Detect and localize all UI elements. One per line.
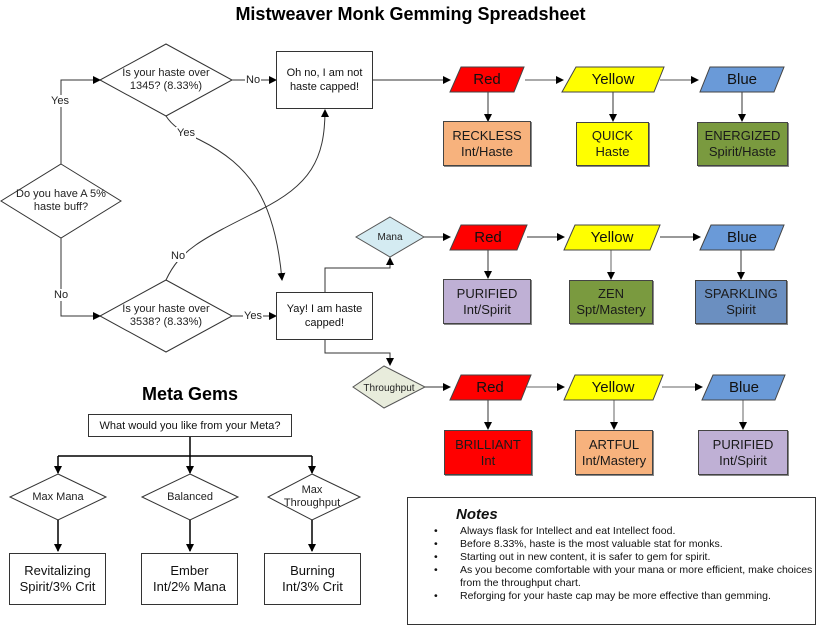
meta-gem-stats: Spirit/3% Crit	[19, 579, 96, 594]
gem-name: RECKLESS	[452, 127, 522, 143]
edge-label-no-3538: No	[170, 250, 187, 262]
socket-yellow-2	[563, 224, 661, 251]
meta-gem-burning: Burning Int/3% Crit	[264, 553, 361, 605]
bullet-icon: •	[434, 525, 438, 537]
note-item: •Starting out in new content, it is safe…	[434, 551, 711, 563]
capped-text: Yay! I am haste capped!	[286, 303, 363, 329]
gem-reckless: RECKLESS Int/Haste	[443, 121, 531, 166]
gem-name: ENERGIZED	[704, 128, 781, 143]
gem-stats: Int/Haste	[460, 143, 514, 159]
socket-yellow-3	[563, 374, 664, 401]
meta-choice-max-mana: Max Mana	[32, 490, 84, 503]
gem-stats: Spt/Mastery	[576, 302, 646, 317]
gem-name: BRILLIANT	[455, 436, 521, 452]
gem-energized: ENERGIZED Spirit/Haste	[697, 122, 788, 166]
gem-stats: Int/Spirit	[719, 452, 767, 468]
edge-label-yes-buff: Yes	[50, 95, 70, 107]
socket-blue-2	[699, 224, 785, 251]
question-haste-buff: Do you have A 5% haste buff?	[16, 188, 106, 213]
edge-buff-no	[60, 238, 101, 320]
gem-name: QUICK	[591, 128, 634, 143]
edge-label-no-buff: No	[53, 289, 70, 301]
meta-gem-stats: Int/2% Mana	[153, 579, 226, 594]
meta-gem-name: Ember	[170, 563, 209, 578]
gem-stats: Spirit/Haste	[708, 144, 777, 159]
gem-stats: Haste	[595, 144, 630, 159]
gem-purified-throughput: PURIFIED Int/Spirit	[698, 430, 788, 475]
gem-name: PURIFIED	[712, 436, 774, 452]
note-item: •As you become comfortable with your man…	[434, 564, 813, 589]
edge-capped-mana	[324, 257, 394, 292]
gem-name: SPARKLING	[704, 286, 778, 301]
socket-label-yellow-3: Yellow	[591, 379, 635, 396]
socket-label-red-1: Red	[473, 71, 501, 88]
question-haste-1345: Is your haste over 1345? (8.33%)	[122, 67, 210, 92]
note-item: •Always flask for Intellect and eat Inte…	[434, 525, 676, 537]
meta-gem-ember: Ember Int/2% Mana	[141, 553, 238, 605]
gem-name: ARTFUL	[588, 436, 640, 452]
gem-stats: Int/Mastery	[581, 452, 647, 468]
diamond-haste-3538	[98, 279, 234, 353]
bullet-icon: •	[434, 551, 438, 563]
socket-label-red-3: Red	[476, 379, 504, 396]
socket-label-blue-1: Blue	[726, 71, 758, 88]
socket-label-blue-2: Blue	[726, 229, 758, 246]
gem-artful: ARTFUL Int/Mastery	[575, 430, 653, 475]
meta-question-box: What would you like from your Meta?	[88, 414, 292, 437]
gem-stats: Int/Spirit	[463, 301, 511, 317]
not-capped-text: Oh no, I am not haste capped!	[286, 67, 363, 93]
meta-choice-balanced: Balanced	[167, 490, 213, 503]
gem-name: ZEN	[598, 286, 624, 301]
gem-zen: ZEN Spt/Mastery	[569, 280, 653, 324]
edge-label-yes-1345: Yes	[176, 127, 196, 139]
gem-sparkling: SPARKLING Spirit	[695, 280, 787, 324]
socket-label-yellow-2: Yellow	[590, 229, 634, 246]
gem-brilliant: BRILLIANT Int	[444, 430, 532, 475]
branch-mana-label: Mana	[377, 231, 403, 243]
socket-yellow-1	[561, 66, 665, 93]
box-not-capped: Oh no, I am not haste capped!	[276, 51, 373, 109]
socket-blue-1	[699, 66, 785, 93]
notes-list: •Always flask for Intellect and eat Inte…	[434, 525, 814, 603]
socket-blue-3	[701, 374, 786, 401]
edge-buff-yes	[60, 76, 101, 164]
bullet-icon: •	[434, 538, 438, 550]
meta-choice-max-throughput: Max Throughput	[283, 484, 341, 509]
edge-label-yes-3538: Yes	[243, 310, 263, 322]
question-haste-3538: Is your haste over 3538? (8.33%)	[122, 303, 210, 328]
meta-question: What would you like from your Meta?	[99, 419, 281, 432]
branch-throughput-label: Throughput	[363, 382, 415, 394]
bullet-icon: •	[434, 564, 438, 576]
notes-title: Notes	[456, 506, 498, 523]
gem-quick: QUICK Haste	[576, 122, 649, 166]
socket-label-yellow-1: Yellow	[591, 71, 635, 88]
gem-name: PURIFIED	[456, 285, 518, 301]
box-capped: Yay! I am haste capped!	[276, 292, 373, 340]
note-item: •Reforging for your haste cap may be mor…	[434, 590, 771, 602]
gem-stats: Spirit	[726, 302, 756, 317]
socket-red-1	[449, 66, 525, 93]
socket-red-2	[449, 224, 528, 251]
socket-red-3	[449, 374, 532, 401]
edge-label-no-1345: No	[245, 74, 262, 86]
gem-purified-mana: PURIFIED Int/Spirit	[443, 279, 531, 324]
socket-label-blue-3: Blue	[728, 379, 760, 396]
socket-label-red-2: Red	[474, 229, 502, 246]
meta-gem-name: Revitalizing	[24, 563, 91, 578]
bullet-icon: •	[434, 590, 438, 602]
meta-gem-revitalizing: Revitalizing Spirit/3% Crit	[9, 553, 106, 605]
page-title: Mistweaver Monk Gemming Spreadsheet	[235, 4, 586, 24]
meta-gem-name: Burning	[290, 563, 335, 578]
diamond-throughput	[352, 365, 427, 409]
edge-capped-throughput	[324, 340, 394, 366]
note-item: •Before 8.33%, haste is the most valuabl…	[434, 538, 723, 550]
meta-gem-stats: Int/3% Crit	[282, 579, 343, 594]
meta-gems-title: Meta Gems	[141, 384, 239, 404]
gem-stats: Int	[480, 452, 496, 468]
notes-box: Notes •Always flask for Intellect and ea…	[407, 497, 816, 625]
